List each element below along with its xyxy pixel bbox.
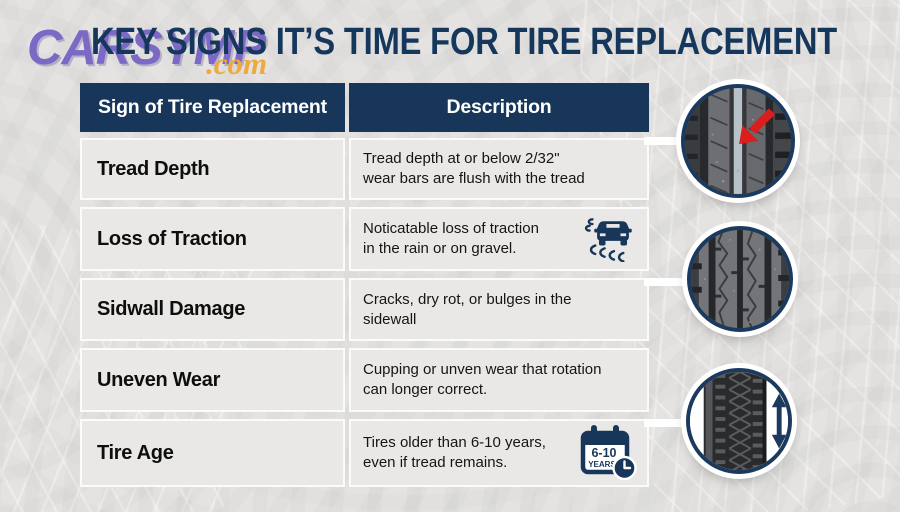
table-row-sidewall-damage: Sidwall Damage Cracks, dry rot, or bulge… [80,278,649,341]
description-cell: Noticatable loss of traction in the rain… [349,207,649,271]
sign-label: Tire Age [80,419,345,487]
tire-profile-photo [686,368,792,474]
description-cell: Cracks, dry rot, or bulges in the sidewa… [349,278,649,341]
clock-hands-icon [623,460,632,470]
header-sign-of-tire-replacement: Sign of Tire Replacement [80,83,345,132]
description-line: Cracks, dry rot, or bulges in the [363,290,572,308]
table-row-tread-depth: Tread Depth Tread depth at or below 2/32… [80,138,649,200]
description-line: can longer correct. [363,381,488,398]
sign-label: Uneven Wear [80,348,345,412]
skidding-car-icon [584,218,632,262]
calendar-6-10-years-icon: 6-10 YEARS [580,425,637,481]
tread-depth-connector-line [644,137,688,145]
description-line: even if tread remains. [363,454,508,471]
description-line: Cupping or unven wear that rotation [363,361,602,379]
height-arrow-icon [771,393,787,449]
description-line: wear bars are flush with the tread [363,170,585,187]
description-cell: Tires older than 6-10 years, even if tre… [349,419,649,487]
description-cell: Cupping or unven wear that rotation can … [349,348,649,412]
description-line: Tires older than 6-10 years, [363,434,546,452]
site-logo-tld: .com [206,46,268,81]
table-row-uneven-wear: Uneven Wear Cupping or unven wear that r… [80,348,649,412]
description-line: sidewall [363,310,417,328]
tire-age-connector-line [644,419,696,427]
table-row-tire-age: Tire Age Tires older than 6-10 years, ev… [80,419,649,487]
description-cell: Tread depth at or below 2/32" wear bars … [349,138,649,200]
calendar-years-label: YEARS [588,460,616,469]
red-arrow-icon [739,108,775,145]
sign-label: Loss of Traction [80,207,345,271]
header-description: Description [349,83,649,132]
site-logo: CARSYMP [27,21,266,75]
calendar-range-label: 6-10 [591,446,616,460]
tire-tread-pattern-photo [687,226,793,332]
description-line: Noticatable loss of traction [363,220,539,238]
description-line: in the rain or on gravel. [363,240,517,257]
tread-wear-bar-photo [681,84,795,198]
table-header-row: Sign of Tire Replacement Description [80,83,649,132]
wear-bar-stripe [733,88,743,194]
sidewall-connector-line [644,278,696,286]
page-title: KEY SIGNS IT’S TIME FOR TIRE REPLACEMENT [91,21,838,63]
table-row-loss-of-traction: Loss of Traction Noticatable loss of tra… [80,207,649,271]
sign-label: Tread Depth [80,138,345,200]
sign-label: Sidwall Damage [80,278,345,341]
description-line: Tread depth at or below 2/32" [363,150,560,168]
